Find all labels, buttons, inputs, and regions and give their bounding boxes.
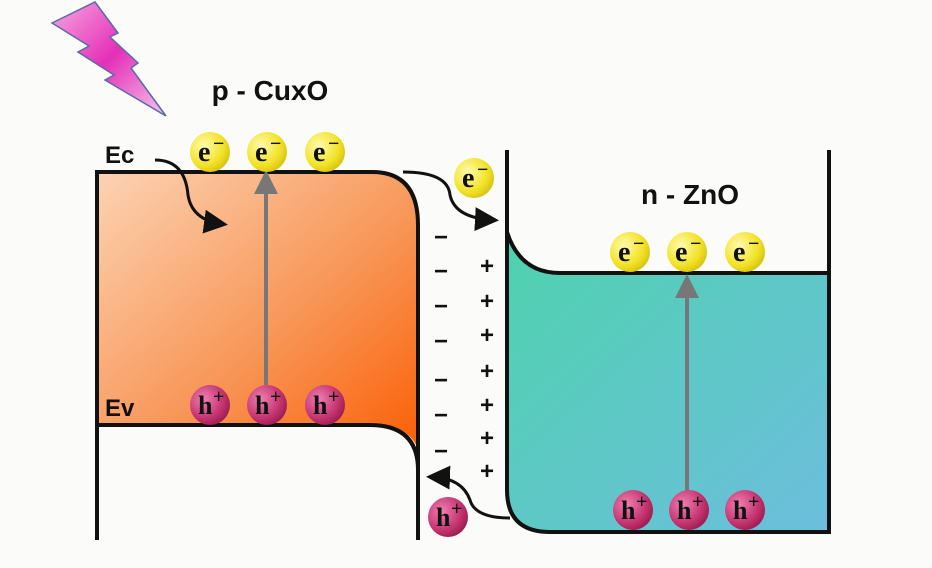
electron: e− [610, 232, 650, 272]
hole: h+ [305, 385, 345, 425]
particle-charge: + [748, 491, 759, 513]
particle-symbol: h [313, 391, 328, 420]
particle-charge: + [451, 498, 462, 520]
ec-arrow [154, 158, 228, 234]
electron: e− [247, 132, 287, 172]
particle-symbol: e [198, 137, 210, 168]
particle-charge: + [636, 491, 647, 513]
particle-symbol: e [462, 163, 474, 194]
hole: h+ [669, 490, 709, 530]
positive-charge: + [480, 425, 494, 452]
particle-charge: + [328, 386, 339, 408]
hole: h+ [613, 490, 653, 530]
negative-charge: − [434, 402, 448, 429]
light-bolt-icon [50, 1, 167, 117]
electron: e− [667, 232, 707, 272]
particle-symbol: h [621, 496, 636, 525]
ec-label: Ec [105, 142, 134, 169]
particle-symbol: h [436, 503, 451, 532]
electron: e− [454, 158, 494, 198]
particle-symbol: h [255, 391, 270, 420]
particle-charge: − [690, 233, 701, 255]
negative-charge: − [434, 328, 448, 355]
particle-symbol: h [198, 391, 213, 420]
positive-charge: + [480, 392, 494, 419]
p-cuxo-band [97, 172, 418, 450]
particle-symbol: e [733, 237, 745, 268]
negative-charge: − [434, 293, 448, 320]
negative-charge: − [434, 224, 448, 251]
negative-charge: − [434, 438, 448, 465]
particle-charge: − [328, 133, 339, 155]
hole: h+ [725, 490, 765, 530]
electron: e− [190, 132, 230, 172]
n-zno-band [507, 232, 829, 532]
particle-symbol: h [677, 496, 692, 525]
particle-charge: − [748, 233, 759, 255]
electron: e− [725, 232, 765, 272]
positive-charge: + [480, 288, 494, 315]
hole-transfer-arrow [426, 465, 511, 520]
particle-symbol: h [733, 496, 748, 525]
positive-charge: + [480, 358, 494, 385]
positive-charge: + [480, 322, 494, 349]
electron-transfer-arrow [402, 170, 499, 232]
particle-charge: + [213, 386, 224, 408]
particle-symbol: e [675, 237, 687, 268]
particle-symbol: e [313, 137, 325, 168]
particle-charge: − [213, 133, 224, 155]
negative-charge: − [434, 367, 448, 394]
particle-symbol: e [255, 137, 267, 168]
particle-charge: − [633, 233, 644, 255]
negative-charge: − [434, 258, 448, 285]
p-cuxo-label: p - CuxO [212, 75, 329, 106]
n-zno-label: n - ZnO [641, 179, 739, 210]
particle-charge: − [270, 133, 281, 155]
particle-charge: + [270, 386, 281, 408]
electron: e− [305, 132, 345, 172]
hole: h+ [428, 497, 468, 537]
particle-symbol: e [618, 237, 630, 268]
ev-label: Ev [105, 395, 135, 422]
particle-charge: − [477, 159, 488, 181]
particle-charge: + [692, 491, 703, 513]
positive-charge: + [480, 253, 494, 280]
hole: h+ [190, 385, 230, 425]
hole: h+ [247, 385, 287, 425]
positive-charge: + [480, 458, 494, 485]
